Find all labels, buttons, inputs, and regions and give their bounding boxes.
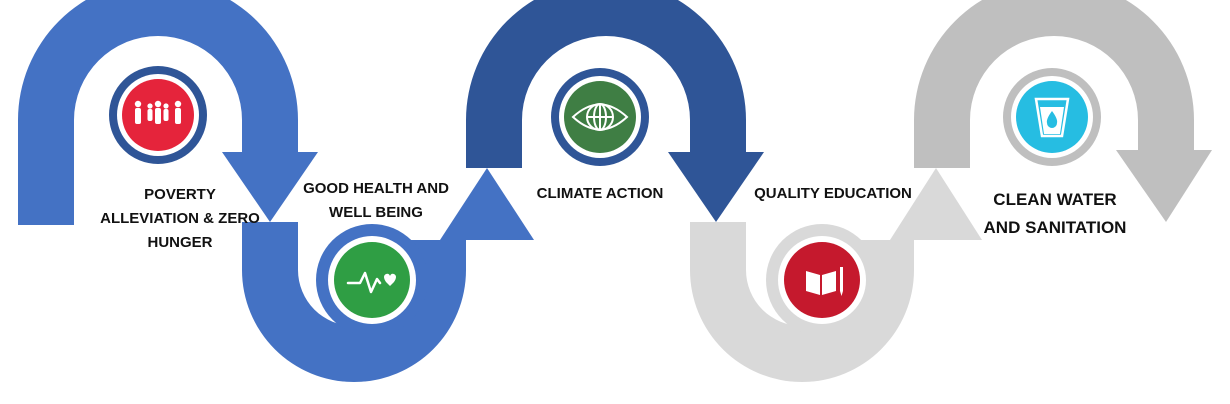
step-5-label: CLEAN WATER AND SANITATION	[965, 186, 1145, 242]
step-4-label-line-1: QUALITY EDUCATION	[754, 185, 912, 202]
family-icon	[134, 100, 182, 124]
heartbeat-icon	[346, 271, 396, 294]
eye-globe-icon	[571, 103, 629, 131]
step-1-label-line-3: HUNGER	[147, 234, 213, 251]
step-4-badge	[766, 224, 878, 336]
down-arrow-1	[222, 152, 318, 222]
water-drop-icon	[1034, 97, 1070, 138]
step-2-label-line-1: GOOD HEALTH AND	[303, 180, 449, 197]
up-arrow-1	[440, 168, 534, 240]
step-5-badge	[1003, 68, 1101, 166]
step-3-badge	[551, 68, 649, 166]
flow-segment-1	[18, 0, 318, 225]
step-1-label-line-1: POVERTY	[144, 186, 216, 203]
flow-segment-5	[914, 0, 1212, 222]
step-1-label: POVERTY ALLEVIATION & ZERO HUNGER	[95, 183, 265, 255]
up-arrow-2	[890, 168, 982, 240]
step-5-label-line-1: CLEAN WATER	[993, 190, 1117, 209]
down-arrow-2	[668, 152, 764, 222]
step-1-badge	[109, 66, 207, 164]
step-2-label: GOOD HEALTH AND WELL BEING	[296, 177, 456, 225]
step-5-label-line-2: AND SANITATION	[983, 218, 1127, 237]
step-1-label-line-2: ALLEVIATION & ZERO	[100, 210, 260, 227]
flow-segment-3	[466, 0, 764, 222]
step-4-label: QUALITY EDUCATION	[738, 182, 928, 206]
step-3-label: CLIMATE ACTION	[520, 182, 680, 206]
book-pen-icon	[806, 267, 843, 296]
step-2-badge	[316, 224, 428, 336]
step-2-label-line-2: WELL BEING	[329, 204, 423, 221]
down-arrow-3	[1116, 150, 1212, 222]
step-3-label-line-1: CLIMATE ACTION	[536, 185, 664, 202]
